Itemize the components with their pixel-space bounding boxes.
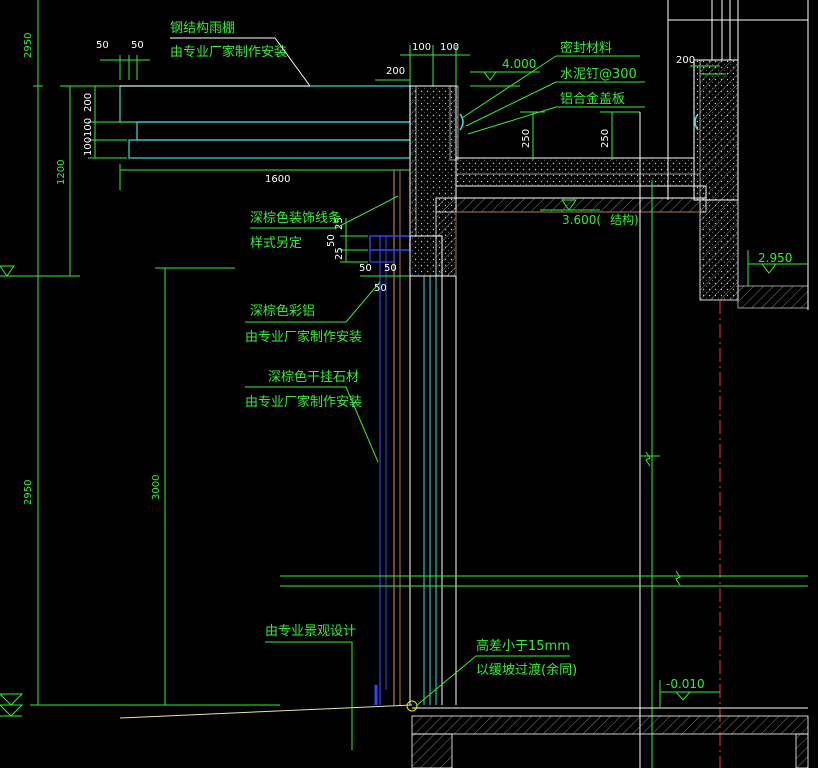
dim-1200: 1200 xyxy=(56,160,67,185)
label-stone-name: 深棕色干挂石材 xyxy=(268,369,359,385)
dim-100-left: 100 xyxy=(83,118,94,137)
label-trim-style: 样式另定 xyxy=(250,236,302,251)
dim-250-a: 250 xyxy=(521,129,532,148)
trim-leaders xyxy=(250,195,399,229)
clip-left-icon xyxy=(459,113,464,131)
trim-dimensions xyxy=(340,218,410,277)
dim-250-b: 250 xyxy=(600,129,611,148)
label-height-diff: 高差小于15mm xyxy=(476,638,570,654)
dim-100-left2: 100 xyxy=(83,137,94,156)
label-alu-name: 深棕色彩铝 xyxy=(250,303,315,319)
canopy-subtitle: 由专业厂家制作安装 xyxy=(170,44,287,60)
dim-200-left: 200 xyxy=(83,93,94,112)
dim-1600: 1600 xyxy=(265,174,290,185)
level-2950-right: 2.950 xyxy=(758,251,792,265)
label-trim-line: 深棕色装饰线条 xyxy=(250,210,341,226)
left-dimension-lines xyxy=(0,0,280,706)
right-top-lines xyxy=(667,0,809,310)
alu-leader xyxy=(245,281,381,323)
label-alu-sub: 由专业厂家制作安装 xyxy=(245,329,362,345)
dim-25-b: 25 xyxy=(334,247,345,260)
dim-50-f: 50 xyxy=(374,283,387,294)
level-4000: 4.000 xyxy=(502,57,536,71)
dim-25-a: 25 xyxy=(334,217,345,230)
top-dimensions xyxy=(375,45,470,86)
dim-2950-top: 2950 xyxy=(23,33,34,58)
label-seal: 密封材料 xyxy=(560,40,612,56)
level-3600-marker xyxy=(540,199,600,211)
dim-50-e: 50 xyxy=(384,263,397,274)
level-3600: 3.600( xyxy=(562,213,601,227)
dim-50-b: 50 xyxy=(131,40,144,51)
steel-canopy xyxy=(119,85,411,159)
dim-100-b: 100 xyxy=(440,42,459,53)
level-2950-marker xyxy=(747,250,808,286)
dim-50-a: 50 xyxy=(96,40,109,51)
canopy-title: 钢结构雨棚 xyxy=(170,21,235,36)
right-wall xyxy=(693,59,809,309)
level-minus-010: -0.010 xyxy=(666,677,705,691)
dim-2950-bottom: 2950 xyxy=(23,480,34,505)
canopy-leader xyxy=(170,37,311,87)
slab-below-gutter xyxy=(435,197,707,277)
label-landscape: 由专业景观设计 xyxy=(265,624,356,639)
trim-block xyxy=(369,235,443,277)
dim-3000: 3000 xyxy=(151,475,162,500)
height-diff-leader xyxy=(415,655,570,707)
label-leaders xyxy=(461,55,645,135)
dim-50-d: 50 xyxy=(359,263,372,274)
label-nail: 水泥钉@300 xyxy=(560,67,637,82)
bottom-slab xyxy=(411,707,809,768)
break-lines xyxy=(280,451,808,587)
dim-100-a: 100 xyxy=(412,42,431,53)
dim-200-right: 200 xyxy=(676,55,695,66)
level-struct: 结构) xyxy=(610,212,639,227)
level-4000-marker xyxy=(470,71,540,87)
dim-200-top: 200 xyxy=(386,66,405,77)
ground-line xyxy=(119,685,418,719)
landscape-leader xyxy=(265,641,353,750)
label-slope-note: 以缓坡过渡(余同) xyxy=(476,662,577,678)
dim-50-c: 50 xyxy=(326,234,337,247)
gutter xyxy=(455,157,707,199)
canopy-dimensions xyxy=(88,55,411,190)
label-cover: 铝合金盖板 xyxy=(560,91,625,107)
stone-leader xyxy=(245,386,379,463)
left-level-markers xyxy=(0,265,24,717)
clip-right-icon xyxy=(694,113,699,131)
gutter-dimensions xyxy=(520,111,640,160)
label-stone-sub: 由专业厂家制作安装 xyxy=(245,394,362,410)
level-minus-010-marker xyxy=(659,680,720,708)
